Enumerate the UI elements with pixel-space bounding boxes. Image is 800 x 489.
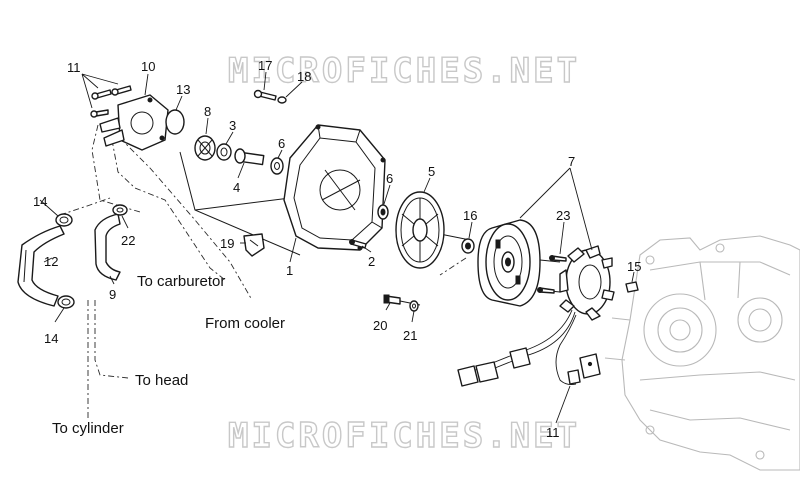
- screw-17: [253, 89, 277, 101]
- callout-23: 23: [556, 208, 570, 223]
- callout-4: 4: [233, 180, 240, 195]
- key-15: [625, 281, 639, 293]
- callout-16: 16: [463, 208, 477, 223]
- hose-clamp-22: [112, 204, 128, 216]
- callout-14-bottom: 14: [44, 331, 58, 346]
- water-hose-12: [17, 225, 65, 307]
- callout-9: 9: [109, 287, 116, 302]
- stator-7: [559, 245, 615, 321]
- engine-crankcase-drawing: [604, 235, 800, 471]
- water-hose-9: [94, 213, 121, 281]
- clip-19: [243, 233, 265, 257]
- callout-21: 21: [403, 328, 417, 343]
- callout-15: 15: [627, 259, 641, 274]
- nut-16: [461, 238, 475, 254]
- callout-labels: 11 10 13 8 3 4 6 17 18 6 5 7 16 23 15 2 …: [33, 58, 641, 440]
- callout-5: 5: [428, 164, 435, 179]
- callout-18: 18: [297, 69, 311, 84]
- seal-3: [216, 143, 232, 161]
- cooling-fan-5: [395, 191, 445, 269]
- label-to-cylinder: To cylinder: [52, 420, 124, 437]
- hose-routing-lines: [59, 124, 467, 420]
- callout-2: 2: [368, 254, 375, 269]
- callout-3: 3: [229, 118, 236, 133]
- flywheel-rotor-7: [477, 219, 541, 307]
- washer-21: [409, 300, 419, 312]
- callout-11-top: 11: [67, 60, 81, 75]
- flywheel-cover-1: [283, 124, 386, 251]
- callout-7: 7: [568, 154, 575, 169]
- washer-18: [277, 96, 287, 104]
- label-to-carburetor: To carburetor: [137, 273, 225, 290]
- label-to-head: To head: [135, 372, 188, 389]
- callout-10: 10: [141, 59, 155, 74]
- screws-23: [537, 255, 567, 294]
- washer-6-right: [377, 204, 389, 220]
- impeller-8: [194, 135, 216, 161]
- watermark-top: MICROFICHES.NET: [228, 51, 580, 91]
- stator-wiring-harness: [457, 309, 601, 387]
- callout-13: 13: [176, 82, 190, 97]
- pump-shaft-4: [234, 148, 265, 166]
- screw-20: [383, 294, 401, 305]
- callout-11-bottom: 11: [546, 425, 560, 440]
- routing-labels: To carburetor From cooler To head To cyl…: [52, 273, 285, 437]
- callout-17: 17: [258, 58, 272, 73]
- callout-12: 12: [44, 254, 58, 269]
- hose-clamp-14-top: [55, 213, 73, 227]
- washer-6-left: [270, 157, 284, 175]
- hose-clamp-14-bottom: [57, 295, 75, 309]
- leader-lines: [39, 71, 635, 424]
- label-from-cooler: From cooler: [205, 315, 285, 332]
- screws-11: [90, 85, 132, 118]
- callout-8: 8: [204, 104, 211, 119]
- callout-22: 22: [121, 233, 135, 248]
- watermark-bottom: MICROFICHES.NET: [228, 416, 580, 456]
- water-pump-cover-10: [99, 94, 169, 151]
- callout-14-top: 14: [33, 194, 47, 209]
- callout-6-right: 6: [386, 171, 393, 186]
- callout-20: 20: [373, 318, 387, 333]
- callout-19: 19: [220, 236, 234, 251]
- callout-6-left: 6: [278, 136, 285, 151]
- callout-1: 1: [286, 263, 293, 278]
- o-ring-13: [165, 109, 185, 135]
